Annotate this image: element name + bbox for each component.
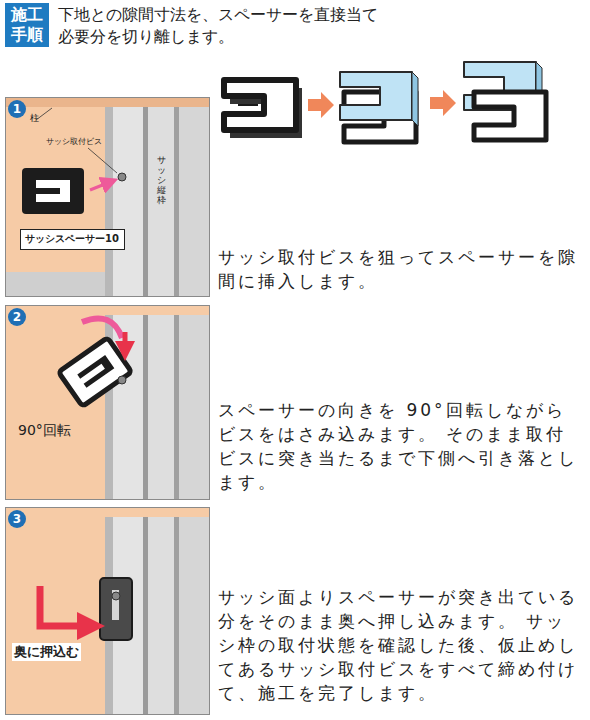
spacer-body: [22, 168, 84, 214]
spacer: [58, 338, 131, 407]
step-description: スペーサーの向きを 90°回転しながらビスをはさみ込みます。 そのまま取付ビスに…: [218, 398, 584, 494]
sash-frame: [148, 315, 174, 500]
spacer-face: [224, 80, 296, 130]
screw: [118, 376, 126, 384]
screw: [118, 173, 126, 181]
sash-rib: [143, 517, 148, 715]
spacer-peeling: [340, 72, 418, 142]
step-panel: 1柱サッシ取付ビスサッシ縦枠サッシスペーサー10: [5, 97, 210, 297]
part-label: サッシ取付ビス: [46, 136, 102, 147]
spacer-whole: [224, 80, 302, 138]
sash-rib: [174, 517, 179, 715]
action-label: 奥に押込む: [12, 643, 81, 661]
heading-box: 施工 手順: [5, 3, 49, 47]
sash-rib: [174, 315, 179, 500]
spacer: [100, 578, 132, 640]
sash-frame: [179, 517, 210, 715]
sash-frame: [179, 107, 210, 297]
sash-frame: [113, 107, 143, 297]
screw: [112, 592, 120, 600]
callout-number: 2: [8, 308, 26, 326]
spacer-separated: [464, 62, 546, 140]
spacer-slot: [77, 355, 114, 388]
action-label: 90°回転: [18, 422, 71, 440]
part-label: サッシスペーサー10: [25, 232, 120, 246]
callout-number: 3: [8, 510, 26, 528]
step-arrow: [430, 90, 456, 116]
part-label: 柱: [30, 112, 39, 125]
sash-frame: [148, 517, 174, 715]
callout-number: 1: [8, 100, 26, 118]
floor: [5, 272, 105, 297]
sash-rib: [174, 107, 179, 297]
sash-edge: [105, 107, 113, 297]
sash-rib: [143, 315, 148, 500]
step-description: サッシ取付ビスを狙ってスペーサーを隙間に挿入します。: [218, 245, 584, 293]
sash-frame: [148, 107, 174, 297]
rotate-arrow: [82, 318, 122, 338]
spacer-body: [58, 338, 131, 407]
intro-text: 下地との隙間寸法を、スペーサーを直接当て 必要分を切り離します。: [58, 4, 393, 48]
step-arrow: [308, 92, 334, 118]
spacer-upper-side: [412, 72, 418, 126]
spacer-rest: [474, 92, 546, 140]
step-description: サッシ面よりスペーサーが突き出ている分をそのまま奥へ押し込みます。 サッシ枠の取…: [218, 585, 584, 705]
sash-frame: [179, 315, 210, 500]
wall: [5, 305, 210, 500]
spacer: [22, 168, 84, 214]
spacer-slot: [112, 590, 119, 620]
pillar-top: [5, 97, 210, 107]
spacer-upper: [340, 72, 412, 120]
wall: [5, 507, 210, 715]
push-arrow: [40, 586, 84, 626]
spacer-slit: [238, 104, 258, 106]
step2-figure: [5, 305, 210, 500]
step3-figure: [5, 507, 210, 715]
sash-rib: [143, 107, 148, 297]
down-arrow: [123, 332, 128, 346]
leader-line: [88, 148, 117, 173]
heading-text: 施工 手順: [10, 5, 44, 45]
spacer-slot: [36, 180, 70, 202]
step1-figure: [5, 97, 210, 297]
sash-frame: [113, 315, 143, 500]
part-label-box: サッシスペーサー10: [20, 229, 125, 250]
step-panel: 3 奥に押込む: [5, 507, 210, 715]
insert-arrow: [90, 182, 110, 190]
spacer-cutting-figure: [224, 62, 546, 142]
step-panel: 2 90°回転: [5, 305, 210, 500]
part-label: サッシ縦枠: [157, 156, 166, 205]
wall: [5, 97, 210, 297]
